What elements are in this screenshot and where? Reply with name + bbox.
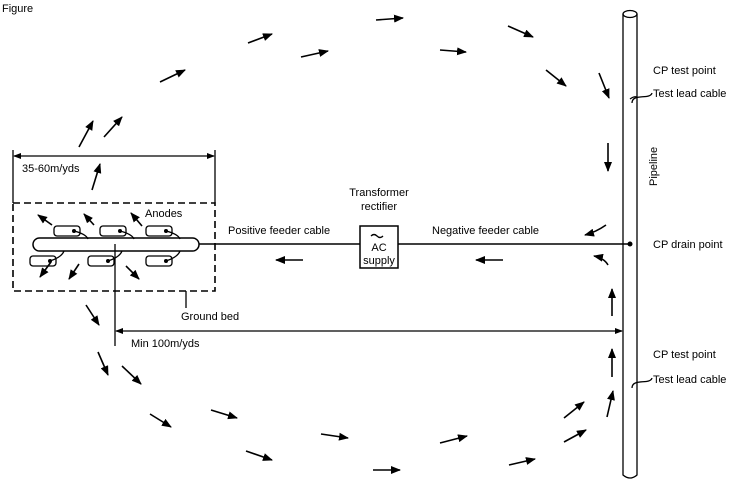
test-lead-top-link: [629, 96, 638, 100]
current-flow-arrows: [37, 14, 616, 474]
ac-label: AC: [371, 242, 386, 254]
current-arrow: [68, 263, 80, 280]
positive-feeder-label: Positive feeder cable: [228, 225, 330, 237]
anode: [87, 250, 123, 267]
current-arrow: [606, 390, 615, 418]
current-arrow: [598, 72, 610, 99]
width-dimension-label: 35-60m/yds: [22, 163, 80, 175]
current-arrow: [508, 457, 536, 466]
test-lead-cable-top-curve: [631, 92, 653, 104]
anode: [53, 225, 89, 240]
min-distance-label: Min 100m/yds: [131, 338, 200, 350]
anode: [99, 225, 135, 240]
test-lead-cable-bottom-curve: [631, 377, 653, 389]
test-lead-cable-bottom-label: Test lead cable: [653, 374, 726, 386]
cp-test-point-bottom-label: CP test point: [653, 349, 716, 361]
current-arrow: [97, 351, 109, 376]
current-arrow: [39, 261, 52, 278]
supply-label: supply: [363, 255, 395, 267]
current-arrow: [584, 224, 607, 237]
rectifier-label: rectifier: [361, 201, 397, 213]
ground-bed-label: Ground bed: [181, 311, 239, 323]
current-arrow: [593, 253, 609, 266]
current-arrow: [563, 429, 587, 443]
current-arrow: [439, 47, 467, 56]
negative-feeder-label: Negative feeder cable: [432, 225, 539, 237]
ground-bed-box: [12, 202, 216, 292]
current-arrow: [103, 116, 123, 138]
anode: [29, 250, 65, 267]
current-arrow: [507, 25, 534, 38]
current-arrow: [78, 120, 94, 148]
current-arrow: [439, 434, 468, 444]
cp-drain-point-label: CP drain point: [653, 239, 723, 251]
anode-header: [32, 237, 200, 252]
current-arrow: [83, 213, 95, 226]
current-arrow: [37, 214, 53, 226]
anodes-label: Anodes: [145, 208, 183, 220]
transformer-label: Transformer: [349, 187, 409, 199]
cp-test-point-top-label: CP test point: [653, 65, 716, 77]
current-arrow: [130, 212, 143, 227]
ac-wave-icon: [370, 233, 384, 239]
current-arrow: [91, 163, 102, 191]
anode: [145, 250, 181, 267]
pipeline: [622, 9, 638, 479]
current-arrow: [245, 450, 273, 461]
current-arrow: [159, 69, 186, 83]
current-arrow: [121, 365, 142, 385]
figure-title: Figure: [2, 3, 33, 15]
test-lead-cable-top-label: Test lead cable: [653, 88, 726, 100]
current-arrow: [375, 14, 404, 23]
transformer-rectifier-box: [359, 225, 399, 269]
current-arrow: [85, 304, 100, 326]
pipeline-label: Pipeline: [648, 147, 660, 186]
anode: [145, 225, 181, 240]
current-arrow: [545, 69, 567, 87]
current-arrow: [320, 432, 349, 441]
current-arrow: [247, 33, 273, 44]
current-arrow: [149, 413, 172, 428]
current-arrow: [300, 49, 329, 58]
current-arrow: [210, 409, 238, 420]
current-arrow: [125, 265, 140, 280]
current-arrow: [563, 401, 585, 419]
